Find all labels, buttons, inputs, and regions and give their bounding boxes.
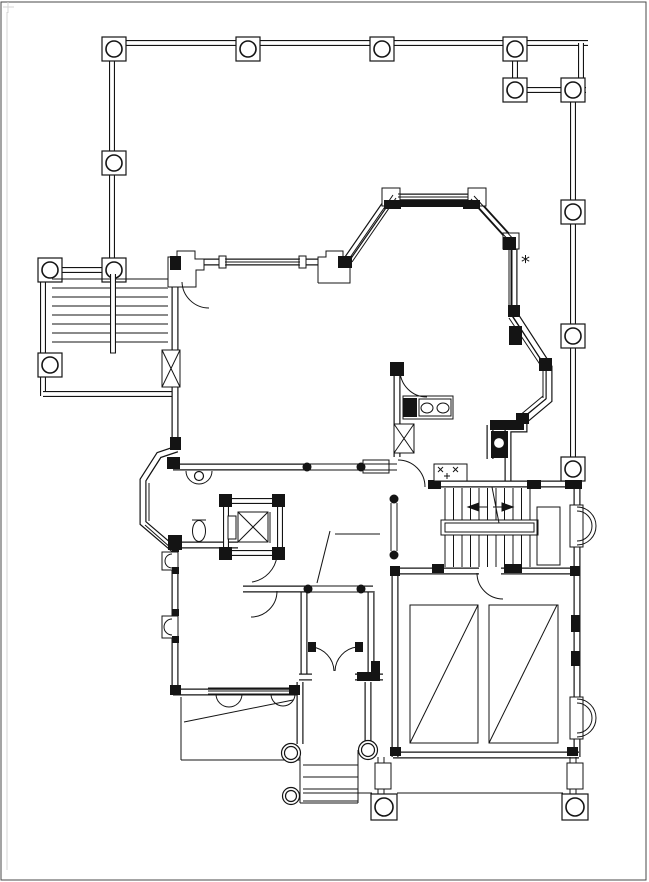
garage <box>409 604 559 744</box>
colonnade-posts <box>302 462 399 594</box>
porch-and-steps <box>180 697 584 806</box>
svg-text:*: * <box>521 252 530 273</box>
terrace-railings <box>40 40 588 460</box>
main-stair <box>440 486 561 567</box>
terrace-columns <box>37 36 589 821</box>
bathroom <box>161 349 213 542</box>
exterior-stair-left <box>52 274 168 354</box>
elevator <box>219 494 285 560</box>
annotations: * <box>521 252 530 273</box>
black-blocks <box>167 200 582 756</box>
kitchen <box>393 395 508 482</box>
